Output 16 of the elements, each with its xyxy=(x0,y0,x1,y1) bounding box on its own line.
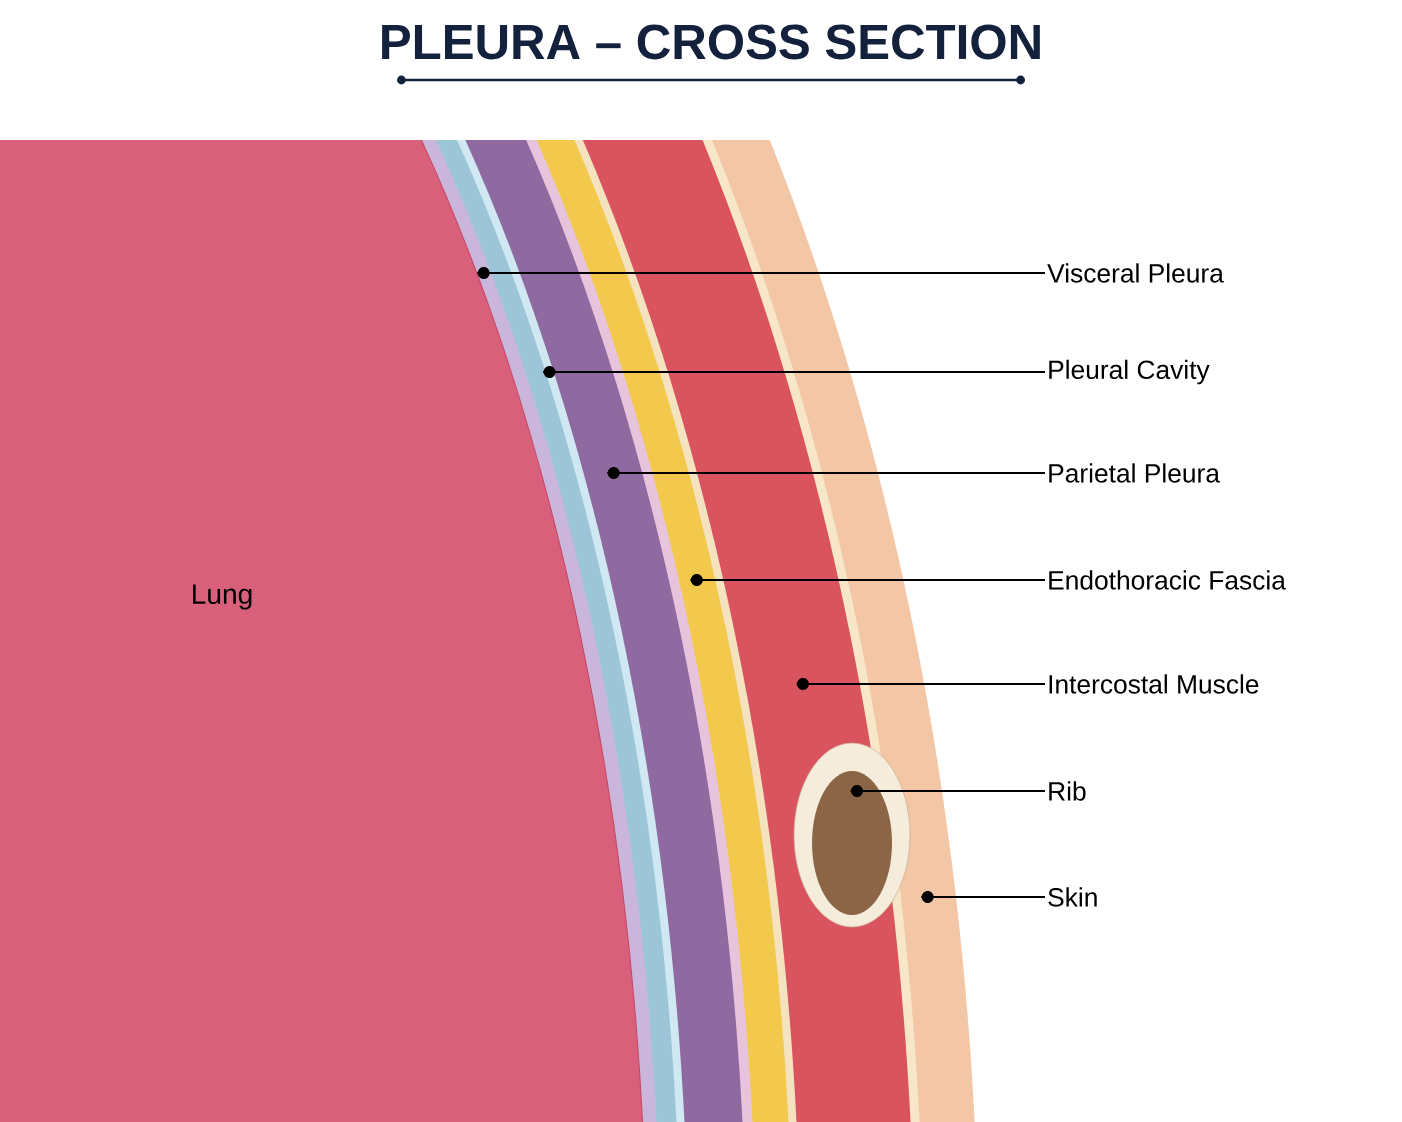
leader-line xyxy=(477,271,1045,275)
layer-label: Visceral Pleura xyxy=(1047,263,1224,283)
leader-line xyxy=(921,895,1045,899)
layer-label: Skin xyxy=(1048,887,1097,907)
layer-label: Parietal Pleura xyxy=(1049,463,1220,483)
leader-line xyxy=(850,789,1045,793)
leader-line xyxy=(543,370,1045,374)
organ-label: Lung xyxy=(193,584,252,610)
leader-line xyxy=(690,578,1045,582)
leader-line xyxy=(796,682,1045,686)
title: PLEURA – CROSS SECTION xyxy=(382,24,1040,60)
layer-label: Intercostal Muscle xyxy=(1049,674,1259,694)
layer-label: Endothoracic Fascia xyxy=(1049,570,1286,590)
leader-line xyxy=(607,471,1045,475)
layer-label: Pleural Cavity xyxy=(1049,359,1210,385)
layer-label: Rib xyxy=(1049,781,1086,801)
